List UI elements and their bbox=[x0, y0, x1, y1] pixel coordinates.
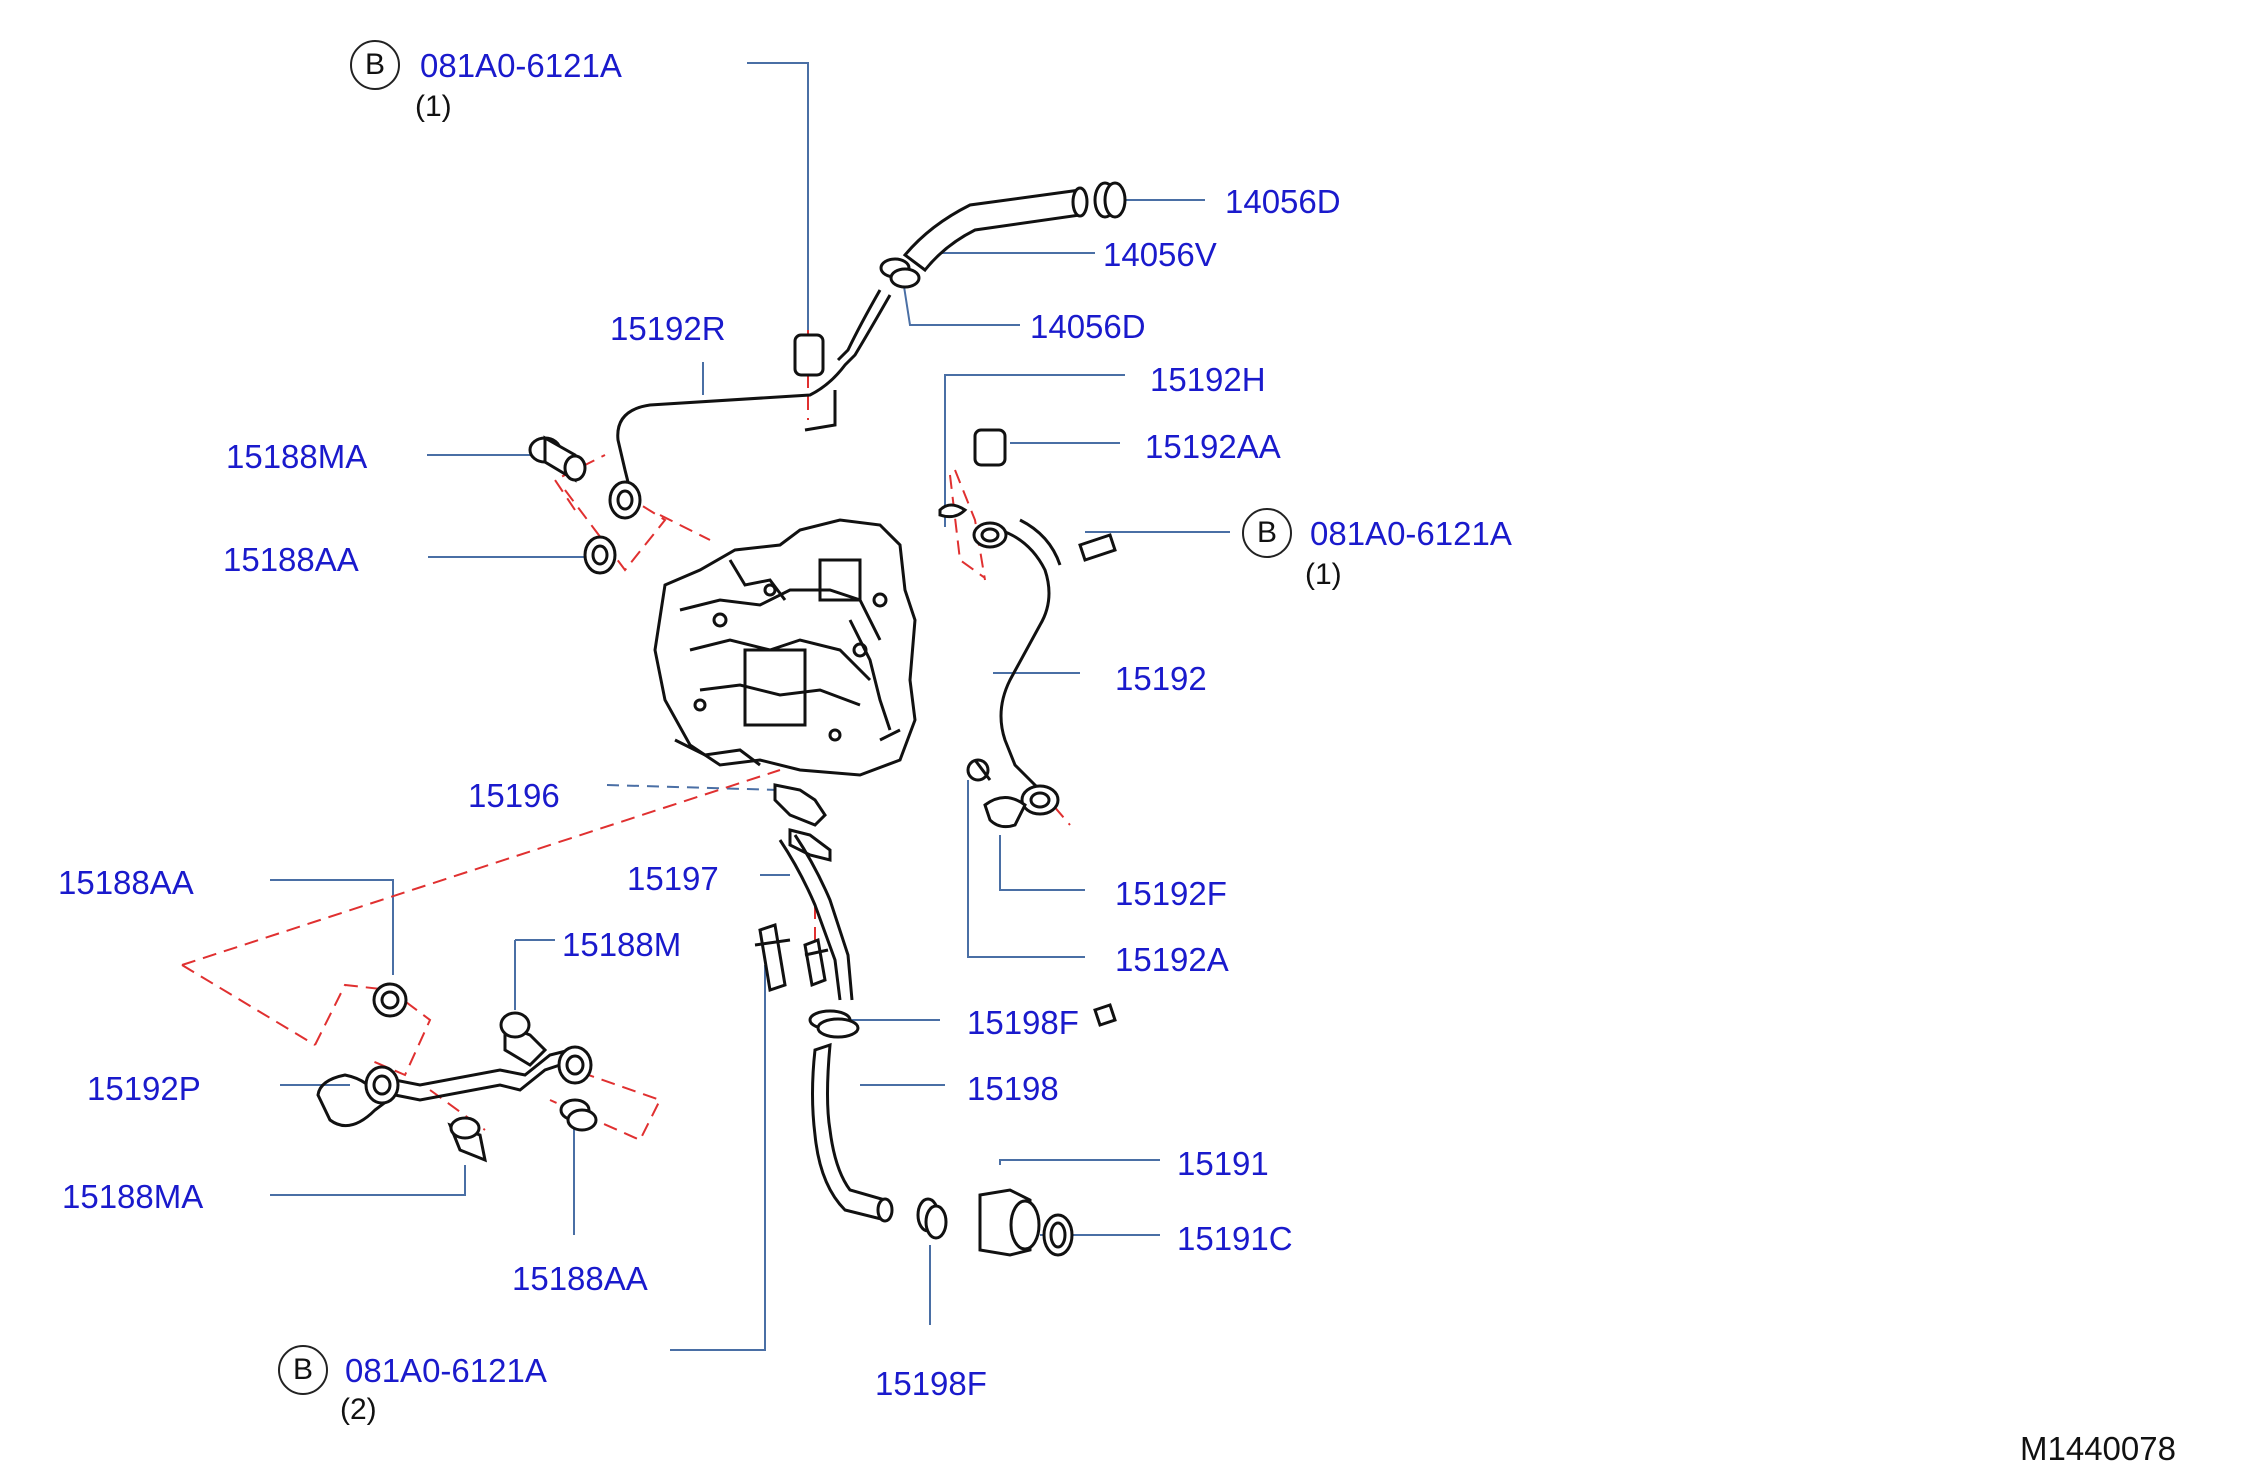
part-label-15188AA-bottom[interactable]: 15188AA bbox=[512, 1260, 648, 1297]
part-label-14056V[interactable]: 14056V bbox=[1103, 236, 1217, 273]
part-label-14056D-mid[interactable]: 14056D bbox=[1030, 308, 1146, 345]
part-label-15192A[interactable]: 15192A bbox=[1115, 941, 1229, 978]
part-label-15192[interactable]: 15192 bbox=[1115, 660, 1207, 697]
part-label-15188M[interactable]: 15188M bbox=[562, 926, 682, 963]
bolt-qty-3: (2) bbox=[340, 1393, 377, 1426]
part-label-15198F-bottom[interactable]: 15198F bbox=[875, 1365, 987, 1402]
part-label-14056D-top[interactable]: 14056D bbox=[1225, 183, 1341, 220]
pipe-15192R bbox=[608, 289, 892, 520]
bolt-qty-2: (1) bbox=[1305, 558, 1342, 591]
part-label-15191C[interactable]: 15191C bbox=[1177, 1220, 1293, 1257]
part-label-15198F-mid[interactable]: 15198F bbox=[967, 1004, 1079, 1041]
part-label-15192H[interactable]: 15192H bbox=[1150, 361, 1266, 398]
part-label-15192R[interactable]: 15192R bbox=[610, 310, 726, 347]
part-label-15198[interactable]: 15198 bbox=[967, 1070, 1059, 1107]
bolt-badge-3: B bbox=[278, 1345, 328, 1395]
part-label-15188AA-top[interactable]: 15188AA bbox=[223, 541, 359, 578]
bolt-part-label-2[interactable]: 081A0-6121A bbox=[1310, 515, 1512, 552]
leader-lines bbox=[270, 62, 1230, 1351]
bolts-081A0 bbox=[754, 923, 1117, 1027]
part-label-15188MA-top[interactable]: 15188MA bbox=[226, 438, 368, 475]
hose-15198 bbox=[808, 1009, 894, 1223]
upper-union-bolt bbox=[528, 435, 617, 575]
part-label-15192F[interactable]: 15192F bbox=[1115, 875, 1227, 912]
part-label-15192P[interactable]: 15192P bbox=[87, 1070, 201, 1107]
bolt-qty-1: (1) bbox=[415, 90, 452, 123]
engine-block bbox=[653, 518, 917, 777]
part-label-15197[interactable]: 15197 bbox=[627, 860, 719, 897]
diagram-code: M1440078 bbox=[2020, 1430, 2176, 1467]
pipe-15192 bbox=[938, 428, 1117, 816]
bolt-part-label-3[interactable]: 081A0-6121A bbox=[345, 1352, 547, 1389]
part-label-15192AA[interactable]: 15192AA bbox=[1145, 428, 1281, 465]
oil-return-pipe bbox=[773, 783, 854, 1001]
bolt-badge-2: B bbox=[1242, 508, 1292, 558]
bolt-badge-1: B bbox=[350, 40, 400, 90]
fitting-15191 bbox=[916, 1188, 1074, 1257]
part-label-15196[interactable]: 15196 bbox=[468, 777, 560, 814]
fitting-15192F bbox=[966, 758, 1027, 829]
pipe-15192P bbox=[316, 982, 598, 1163]
upper-hose-assembly bbox=[879, 181, 1127, 289]
part-label-15191[interactable]: 15191 bbox=[1177, 1145, 1269, 1182]
part-label-15188AA-left[interactable]: 15188AA bbox=[58, 864, 194, 901]
part-label-15188MA-bottom[interactable]: 15188MA bbox=[62, 1178, 204, 1215]
bolt-part-label-1[interactable]: 081A0-6121A bbox=[420, 47, 622, 84]
